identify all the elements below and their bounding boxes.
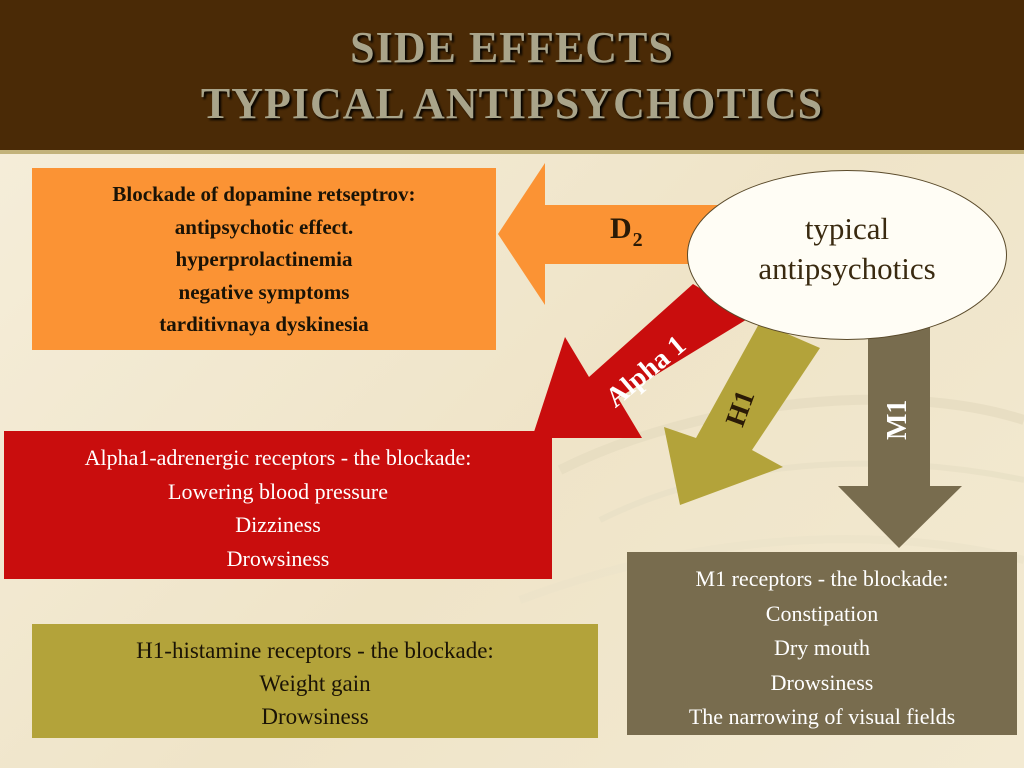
alpha-line: Alpha1-adrenergic receptors - the blocka… xyxy=(84,445,472,470)
m1-line: Constipation xyxy=(765,600,879,626)
h1-line: H1-histamine receptors - the blockade: xyxy=(136,638,494,663)
dopamine-line: tarditivnaya dyskinesia xyxy=(159,312,369,336)
dopamine-line: Blockade of dopamine retseptrov: xyxy=(112,182,416,206)
alpha1-effects-box: Alpha1-adrenergic receptors - the blocka… xyxy=(4,431,552,579)
m1-effects-box: M1 receptors - the blockade: Constipatio… xyxy=(627,552,1017,735)
dopamine-effects-box: Blockade of dopamine retseptrov: antipsy… xyxy=(32,168,496,350)
h1-line: Weight gain xyxy=(259,671,371,696)
center-label-line-2: antipsychotics xyxy=(758,251,936,286)
center-label-line-1: typical xyxy=(804,211,890,246)
d2-label-text: D xyxy=(610,212,632,245)
slide-title-line-1: SIDE EFFECTS xyxy=(350,23,674,72)
m1-line: Dry mouth xyxy=(774,635,870,660)
center-ellipse: typical antipsychotics xyxy=(687,170,1007,340)
h1-line: Drowsiness xyxy=(261,704,369,729)
alpha-line: Lowering blood pressure xyxy=(168,478,388,504)
header-divider xyxy=(0,150,1024,154)
d2-arrow-label: D2 xyxy=(610,212,643,252)
alpha1-arrow xyxy=(532,284,749,438)
dopamine-line: hyperprolactinemia xyxy=(175,247,353,271)
dopamine-line: negative symptoms xyxy=(178,279,350,304)
slide-title-line-2: TYPICAL ANTIPSYCHOTICS xyxy=(200,79,824,128)
h1-arrow xyxy=(664,322,820,505)
m1-arrow-label: M1 xyxy=(882,399,913,440)
alpha-line: Drowsiness xyxy=(226,545,330,571)
dopamine-line: antipsychotic effect. xyxy=(174,214,354,239)
m1-arrow xyxy=(838,322,962,548)
d2-arrow xyxy=(498,163,730,305)
h1-effects-box: H1-histamine receptors - the blockade: W… xyxy=(32,624,598,738)
d2-label-subscript: 2 xyxy=(632,229,643,251)
m1-line: The narrowing of visual fields xyxy=(688,704,956,729)
m1-line: Drowsiness xyxy=(770,669,874,695)
alpha-line: Dizziness xyxy=(235,512,321,537)
m1-line: M1 receptors - the blockade: xyxy=(695,566,949,591)
title-bar xyxy=(0,0,1024,150)
